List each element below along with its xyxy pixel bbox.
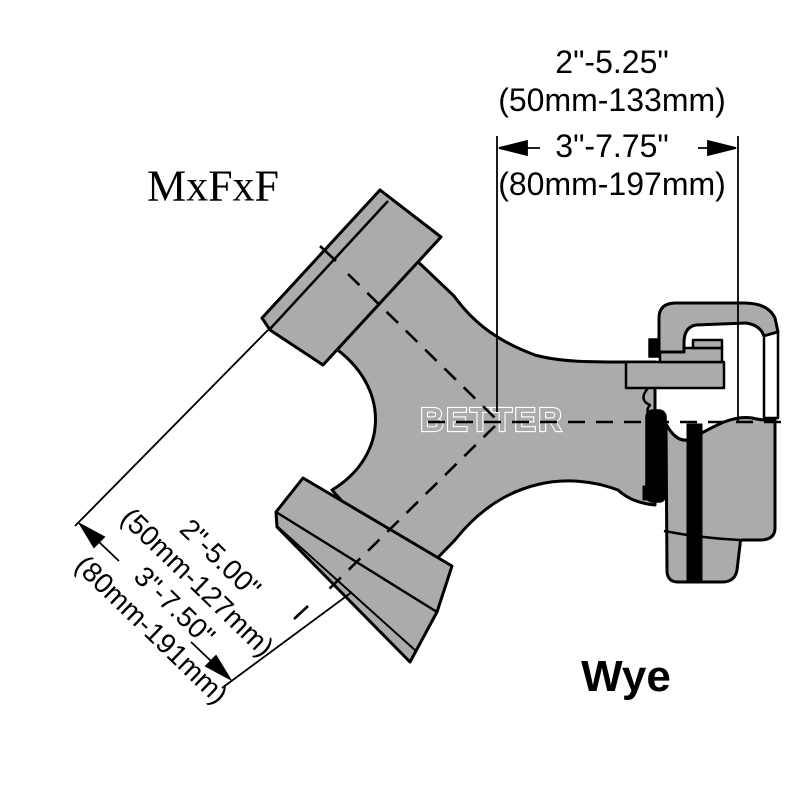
watermark-text: BETTER xyxy=(420,401,564,438)
lower-flange-face-edge xyxy=(277,526,417,652)
diag-extension-line-lower xyxy=(221,591,353,689)
centerlines-group xyxy=(293,245,790,620)
upper-flange-ridge xyxy=(269,200,389,330)
top-dimension-line-2: (50mm-133mm) xyxy=(498,82,726,118)
part-name-label: Wye xyxy=(581,652,671,701)
coupling-step-upper xyxy=(691,338,724,350)
diag-arrow-upper xyxy=(77,521,106,549)
upper-branch-centerline xyxy=(347,273,496,419)
diag-arrow-lower xyxy=(204,654,233,682)
lower-branch-centerline xyxy=(321,425,496,597)
lower-centerline-tick xyxy=(293,605,309,620)
top-arrow-right xyxy=(707,139,737,157)
seal-ring-nub xyxy=(642,485,657,501)
swivel-nut xyxy=(664,416,777,584)
top-dimension-block: 2"-5.25" (50mm-133mm) 3"-7.75" (80mm-197… xyxy=(498,43,726,203)
lug-far-wall xyxy=(762,330,780,420)
diag-arrow-lower-stub xyxy=(190,641,212,662)
material-config-label: MxFxF xyxy=(146,161,280,211)
diag-arrow-upper-stub xyxy=(98,541,120,562)
top-dimension-line-1: 2"-5.25" xyxy=(555,44,669,80)
nut-slot-stripe xyxy=(686,423,703,582)
upper-centerline-tick xyxy=(319,245,337,262)
dimension-graphics xyxy=(74,136,739,689)
top-arrow-left xyxy=(498,139,528,157)
top-dimension-line-3: 3"-7.75" xyxy=(555,128,669,164)
top-dimension-line-4: (80mm-197mm) xyxy=(498,166,726,202)
diag-extension-line-upper xyxy=(74,329,269,527)
swivel-coupling-group xyxy=(624,301,780,584)
coupling-collar xyxy=(624,360,726,390)
